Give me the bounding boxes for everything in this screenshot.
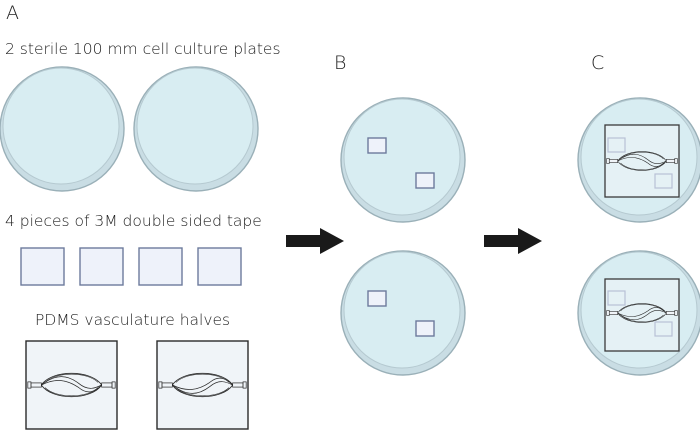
caption-tape: 4 pieces of 3M double sided tape	[5, 212, 262, 230]
petri-dish-icon	[340, 97, 466, 223]
pdms-chip-icon	[156, 340, 249, 430]
pdms-chip-icon	[604, 124, 680, 198]
tape-square-icon	[367, 137, 387, 154]
tape-square-icon	[79, 247, 124, 286]
pdms-chip-icon	[604, 278, 680, 352]
tape-square-icon	[367, 290, 387, 307]
tape-square-icon	[415, 172, 435, 189]
petri-dish-icon	[577, 97, 700, 223]
tape-square-icon	[197, 247, 242, 286]
pdms-chip-icon	[25, 340, 118, 430]
tape-square-icon	[138, 247, 183, 286]
right-arrow-icon	[484, 228, 542, 254]
panel-label-a: A	[6, 2, 19, 24]
panel-label-c: C	[591, 52, 605, 74]
caption-plates: 2 sterile 100 mm cell culture plates	[5, 40, 281, 58]
petri-dish-icon	[577, 250, 700, 376]
caption-pdms: PDMS vasculature halves	[35, 311, 231, 329]
tape-square-icon	[20, 247, 65, 286]
panel-label-b: B	[334, 52, 347, 74]
petri-dish-icon	[133, 66, 259, 192]
petri-dish-icon	[340, 250, 466, 376]
petri-dish-icon	[0, 66, 125, 192]
right-arrow-icon	[286, 228, 344, 254]
tape-square-icon	[415, 320, 435, 337]
